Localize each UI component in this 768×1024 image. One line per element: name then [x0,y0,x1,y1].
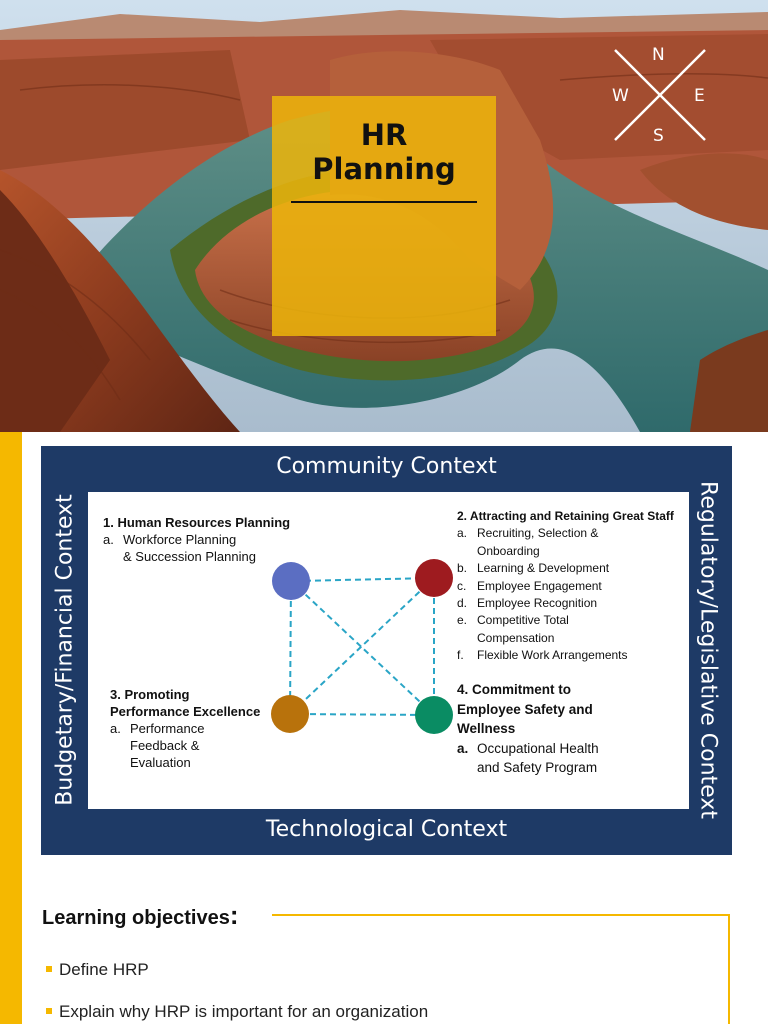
block-attracting-retaining: 2. Attracting and Retaining Great Staff … [457,508,674,665]
block-hr-planning: 1. Human Resources Planning a.Workforce … [103,514,290,565]
block-1-item: a.Workforce Planning [103,532,237,547]
compass-east: E [694,86,705,106]
node-attracting-retaining [415,559,453,597]
block-2-item-f: f.Flexible Work Arrangements [457,648,628,663]
compass-icon: N S E W [605,40,715,150]
community-context-label: Community Context [276,454,497,479]
block-2-item-e: e.Competitive Total [457,613,569,628]
hr-framework-diagram: Community Context Technological Context … [41,446,732,855]
learning-objectives-title: Learning objectives: [42,900,239,931]
bullet-icon [46,966,52,972]
block-2-heading: 2. Attracting and Retaining Great Staff [457,509,674,523]
block-2-item-c: c.Employee Engagement [457,578,602,593]
block-3-item-cont-2: Evaluation [130,755,191,770]
node-hr-planning [272,562,310,600]
block-3-heading-line-2: Performance Excellence [110,704,261,719]
title-underline [291,201,477,203]
compass-north: N [652,45,665,65]
title-line-2: Planning [312,152,456,186]
block-2-item-a: a.Recruiting, Selection & [457,526,599,541]
objective-text: Explain why HRP is important for an orga… [59,1002,429,1021]
block-3-heading-line-1: 3. Promoting [110,687,190,702]
framework-connectors [289,577,435,716]
hero-banner: HR Planning N S E W [0,0,768,432]
block-2-item-d: d.Employee Recognition [457,596,598,611]
node-safety-wellness [415,696,453,734]
block-safety-wellness: 4. Commitment to Employee Safety and Wel… [457,680,599,778]
title-box: HR Planning [272,96,496,336]
technological-context-label: Technological Context [265,817,508,842]
compass-west: W [612,86,629,106]
block-2-item-a-cont: Onboarding [477,543,540,558]
block-2-item-b: b.Learning & Development [457,561,610,576]
block-4-item-cont: and Safety Program [477,760,598,775]
block-2-item-e-cont: Compensation [477,630,555,645]
framework-panel: 1. Human Resources Planning a.Workforce … [88,492,689,809]
compass-south: S [653,126,664,146]
block-4-item: a.Occupational Health [457,740,599,756]
objective-item: Explain why HRP is important for an orga… [46,1002,428,1022]
learning-objectives-colon: : [229,900,239,930]
objective-text: Define HRP [59,960,149,979]
objective-item: Define HRP [46,960,149,980]
title-line-1: HR [360,118,408,152]
compass-cross-icon [614,49,706,141]
block-performance-excellence: 3. Promoting Performance Excellence a.Pe… [110,686,260,771]
bullet-icon [46,1008,52,1014]
accent-side-bar [0,432,22,1024]
block-1-item-cont: & Succession Planning [123,549,256,564]
block-4-heading-line-1: 4. Commitment to [457,682,572,697]
block-3-item: a.Performance [110,721,205,736]
block-4-heading-line-2: Employee Safety and [457,701,593,717]
learning-objectives-heading: Learning objectives [42,907,230,929]
objectives-frame [272,914,730,1024]
block-3-item-cont-1: Feedback & [130,738,200,753]
block-4-heading-line-3: Wellness [457,721,516,736]
node-performance-excellence [271,695,309,733]
block-1-heading: 1. Human Resources Planning [103,515,291,530]
